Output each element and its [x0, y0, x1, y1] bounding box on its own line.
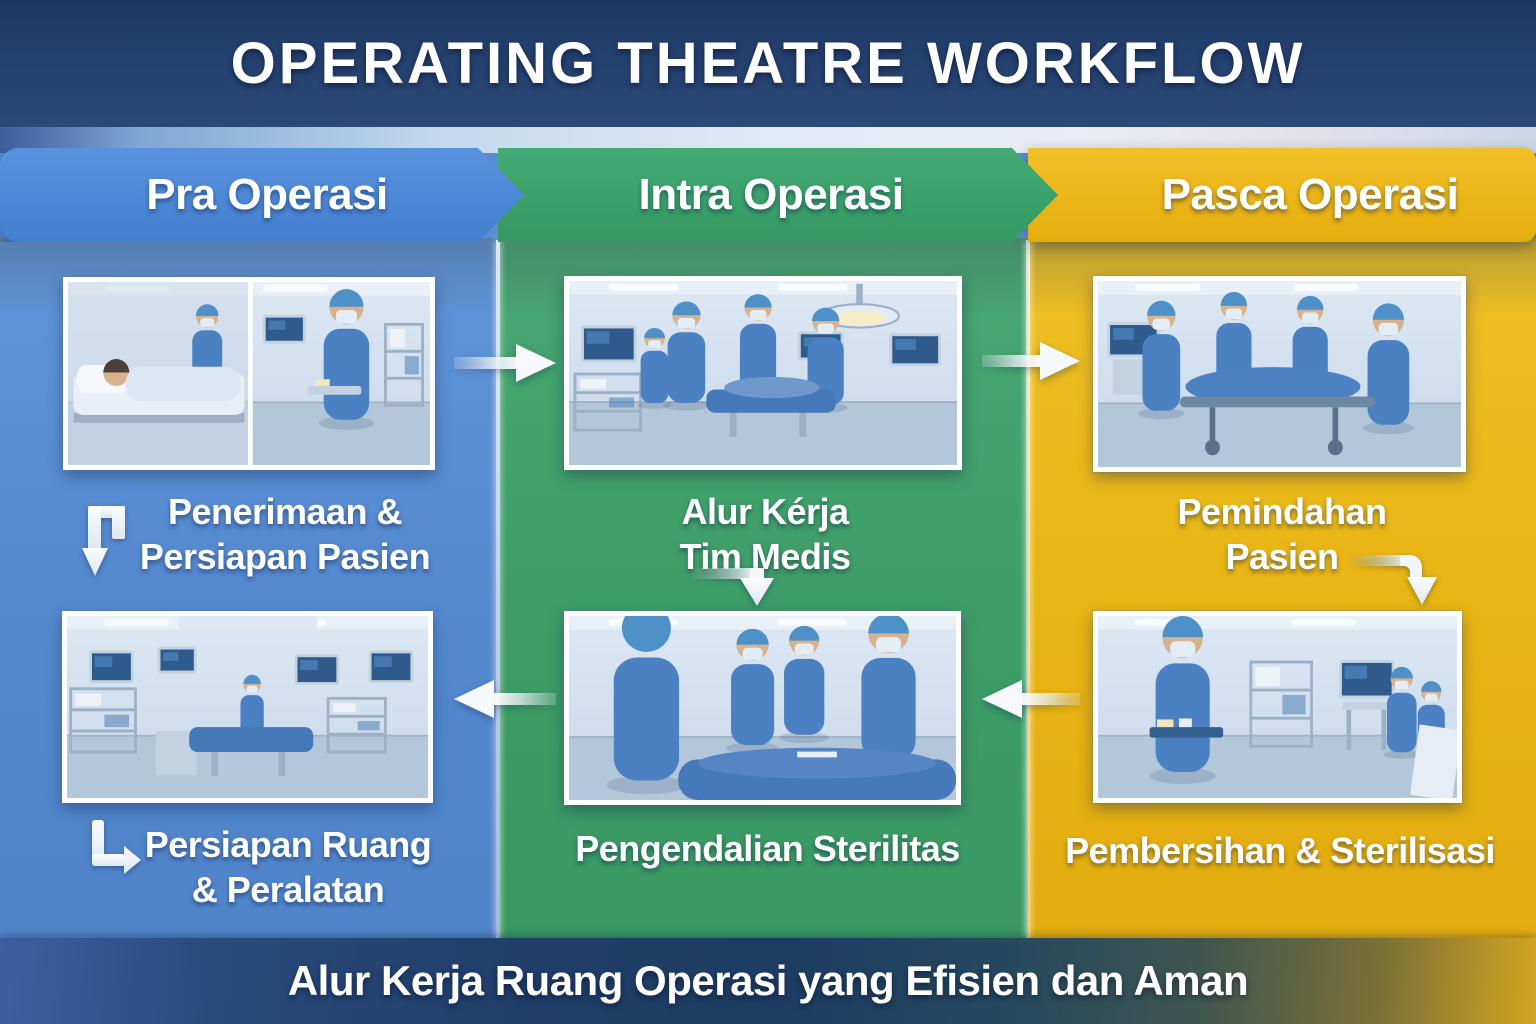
- stage-label-pasca-operasi: Pasca Operasi: [1161, 170, 1459, 219]
- flow-arrow-left-icon: [452, 678, 558, 720]
- photo-team-workflow: [564, 276, 962, 470]
- caption-pembersihan-sterilisasi: Pembersihan & Sterilisasi: [1055, 828, 1505, 873]
- photo-room-preparation: [62, 611, 433, 803]
- caption-line: Penerimaan &: [167, 491, 403, 532]
- caption-line: Pemindahan: [1177, 491, 1387, 532]
- down-right-arrow-icon: [86, 818, 144, 891]
- header-banner: OPERATING THEATRE WORKFLOW: [0, 0, 1536, 127]
- caption-line: Pembersihan & Sterilisasi: [1065, 830, 1495, 871]
- caption-penerimaan-persiapan-pasien: Penerimaan & Persiapan Pasien: [120, 489, 450, 579]
- photo-cleaning-sterilization: [1093, 611, 1462, 803]
- caption-line: Alur Kérja: [681, 491, 849, 532]
- caption-persiapan-ruang-peralatan: Persiapan Ruang & Peralatan: [128, 822, 448, 912]
- caption-line: Persiapan Ruang: [144, 824, 432, 865]
- right-down-arrow-icon: [690, 560, 782, 613]
- stage-label-pra-operasi: Pra Operasi: [146, 170, 388, 219]
- caption-line: & Peralatan: [191, 869, 385, 910]
- flow-arrow-left-icon: [980, 678, 1082, 720]
- caption-line: Pasien: [1225, 536, 1339, 577]
- caption-line: Persiapan Pasien: [139, 536, 431, 577]
- column-divider-2: [1026, 240, 1030, 938]
- stage-banner-pra-operasi: Pra Operasi: [0, 148, 524, 242]
- page-title: OPERATING THEATRE WORKFLOW: [230, 31, 1306, 96]
- stage-label-intra-operasi: Intra Operasi: [638, 170, 904, 219]
- corner-down-arrow-icon: [82, 503, 128, 584]
- photo-patient-admission: [63, 277, 435, 470]
- stage-banner-pasca-operasi: Pasca Operasi: [1028, 148, 1536, 242]
- caption-pengendalian-sterilitas: Pengendalian Sterilitas: [560, 826, 975, 871]
- footer-title: Alur Kerja Ruang Operasi yang Efisien da…: [287, 957, 1249, 1004]
- photo-sterility-control: [564, 611, 961, 805]
- caption-pemindahan-pasien: Pemindahan Pasien: [1082, 489, 1482, 579]
- flow-arrow-right-icon: [452, 342, 558, 384]
- photo-patient-transfer: [1093, 276, 1466, 472]
- right-down-arrow-icon: [1350, 547, 1438, 614]
- column-divider-1: [496, 240, 500, 938]
- caption-line: Pengendalian Sterilitas: [575, 828, 960, 869]
- footer-banner: Alur Kerja Ruang Operasi yang Efisien da…: [0, 938, 1536, 1024]
- stage-banner-intra-operasi: Intra Operasi: [498, 148, 1058, 242]
- flow-arrow-right-icon: [980, 340, 1082, 382]
